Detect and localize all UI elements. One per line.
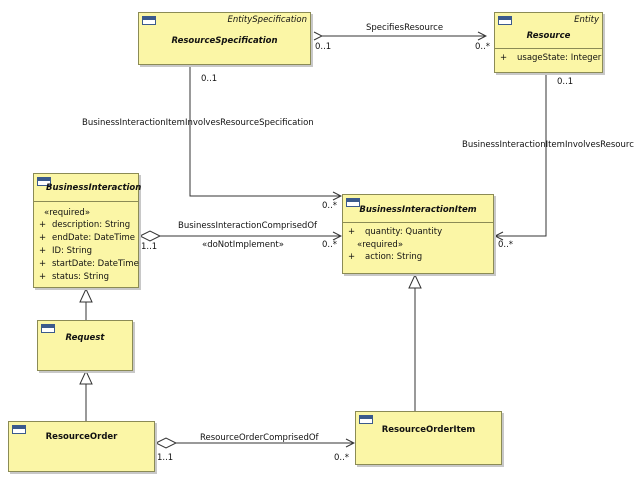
class-icon <box>498 16 512 25</box>
bi-comprised-of-stereotype: «doNotImplement» <box>202 240 284 250</box>
class-icon <box>346 198 360 207</box>
class-icon <box>359 415 373 424</box>
resource-order-comprised-of-source-multiplicity: 1..1 <box>157 453 174 463</box>
bii-resource-source-multiplicity: 0..1 <box>557 77 574 87</box>
attribute-visibility: + <box>348 227 356 237</box>
class-resource-specification[interactable]: EntitySpecification ResourceSpecificatio… <box>138 12 311 65</box>
attribute-visibility: + <box>39 246 47 256</box>
specifies-resource-source-multiplicity: 0..1 <box>315 42 332 52</box>
attribute-compartment: + usageState: Integer <box>495 52 602 65</box>
class-name: ResourceOrder <box>45 432 118 442</box>
attribute-row: + description: String <box>34 219 138 232</box>
compartment-divider <box>34 201 138 202</box>
attribute-visibility: + <box>39 233 47 243</box>
bii-resource-label: BusinessInteractionItemInvolvesResource <box>462 140 634 150</box>
class-icon <box>12 425 26 434</box>
attribute-visibility: + <box>39 272 47 282</box>
stereotype-label: Entity <box>574 15 599 25</box>
bi-comprised-of-target-multiplicity: 0..* <box>322 240 338 250</box>
bii-resource-specification-label: BusinessInteractionItemInvolvesResourceS… <box>82 118 314 128</box>
attribute-row: + usageState: Integer <box>495 52 602 65</box>
attribute-text: ID: String <box>52 246 92 256</box>
bii-resource-target-multiplicity: 0..* <box>498 240 514 250</box>
attribute-compartment: «required» + description: String + endDate… <box>34 207 139 284</box>
class-business-interaction[interactable]: BusinessInteraction «required» + descript… <box>33 173 142 288</box>
attribute-visibility: + <box>500 53 508 63</box>
bii-resource-specification-target-multiplicity: 0..* <box>322 201 338 211</box>
attribute-visibility: + <box>39 220 47 230</box>
required-group-label: «required» <box>357 240 404 250</box>
attribute-text: quantity: Quantity <box>365 227 443 237</box>
attribute-row: + endDate: DateTime <box>34 232 138 245</box>
class-resource[interactable]: Entity Resource + usageState: Integer <box>494 12 603 73</box>
class-icon <box>142 16 156 25</box>
attribute-text: endDate: DateTime <box>52 233 136 243</box>
class-name: ResourceSpecification <box>171 36 278 46</box>
attribute-text: action: String <box>365 252 423 262</box>
stereotype-label: EntitySpecification <box>227 15 307 25</box>
resource-order-comprised-of-diamond <box>154 437 178 449</box>
bii-resource-specification-source-multiplicity: 0..1 <box>201 74 218 84</box>
required-group-label: «required» <box>44 208 91 218</box>
specifies-resource-label: SpecifiesResource <box>366 23 444 33</box>
bi-comprised-of-diamond <box>138 230 162 242</box>
bi-comprised-of-label: BusinessInteractionComprisedOf <box>178 221 318 231</box>
compartment-divider <box>343 222 493 223</box>
attribute-text: startDate: DateTime <box>52 259 139 269</box>
class-name: Request <box>65 333 105 343</box>
class-resource-order-item[interactable]: ResourceOrderItem <box>355 411 502 465</box>
resource-order-item-generalization-triangle <box>408 273 422 289</box>
attribute-compartment: + quantity: Quantity «required» + action: … <box>343 226 493 264</box>
attribute-row: + startDate: DateTime <box>34 258 139 271</box>
attribute-visibility: + <box>39 259 47 269</box>
attribute-visibility: + <box>348 252 356 262</box>
class-icon <box>37 177 51 186</box>
bi-comprised-of-source-multiplicity: 1..1 <box>141 242 158 252</box>
bii-resource-specification-line <box>190 66 341 196</box>
class-name: ResourceOrderItem <box>381 425 476 435</box>
attribute-row: + ID: String <box>34 245 138 258</box>
resource-order-generalization-triangle <box>79 369 93 385</box>
class-request[interactable]: Request <box>37 320 133 371</box>
attribute-row: + action: String <box>343 251 493 264</box>
compartment-divider <box>495 48 602 49</box>
resource-order-comprised-of-target-multiplicity: 0..* <box>334 453 350 463</box>
attribute-row: + quantity: Quantity <box>343 226 493 239</box>
attribute-row: + status: String <box>34 271 138 284</box>
class-business-interaction-item[interactable]: BusinessInteractionItem + quantity: Quant… <box>342 194 494 274</box>
class-name: BusinessInteraction <box>46 183 142 193</box>
class-icon <box>41 324 55 333</box>
resource-order-comprised-of-label: ResourceOrderComprisedOf <box>200 433 319 443</box>
class-name: BusinessInteractionItem <box>359 205 477 215</box>
bii-resource-line <box>495 74 546 236</box>
request-generalization-triangle <box>79 287 93 303</box>
attribute-text: status: String <box>52 272 110 282</box>
attribute-text: usageState: Integer <box>517 53 602 63</box>
specifies-resource-target-multiplicity: 0..* <box>475 42 491 52</box>
attribute-text: description: String <box>52 220 131 230</box>
class-resource-order[interactable]: ResourceOrder <box>8 421 155 472</box>
class-name: Resource <box>526 31 571 41</box>
